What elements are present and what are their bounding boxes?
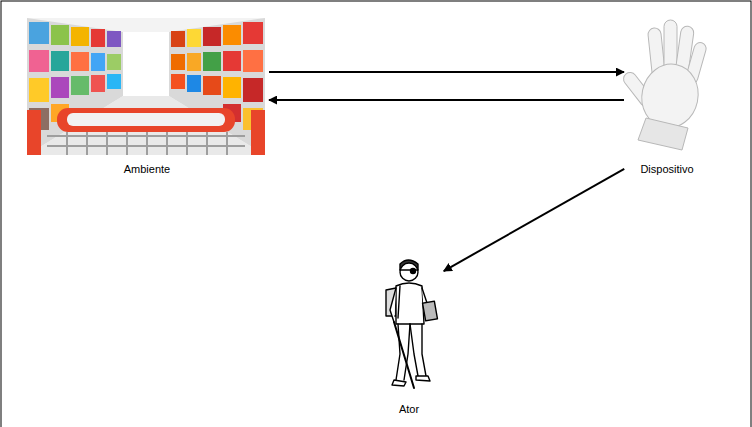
arrow-connector bbox=[269, 99, 624, 101]
arrow-connector bbox=[444, 169, 625, 271]
arrow-connector bbox=[269, 71, 624, 73]
picture-node: Ambiente bbox=[27, 16, 267, 176]
person-picture bbox=[386, 260, 437, 388]
picture-node: Ator bbox=[376, 254, 442, 416]
node-label: Ambiente bbox=[122, 162, 172, 176]
node-label: Ator bbox=[397, 402, 421, 416]
node-label: Dispositivo bbox=[638, 162, 695, 176]
glove-picture bbox=[621, 20, 708, 150]
picture-node: Dispositivo bbox=[626, 14, 708, 176]
supermarket-picture bbox=[27, 18, 265, 155]
